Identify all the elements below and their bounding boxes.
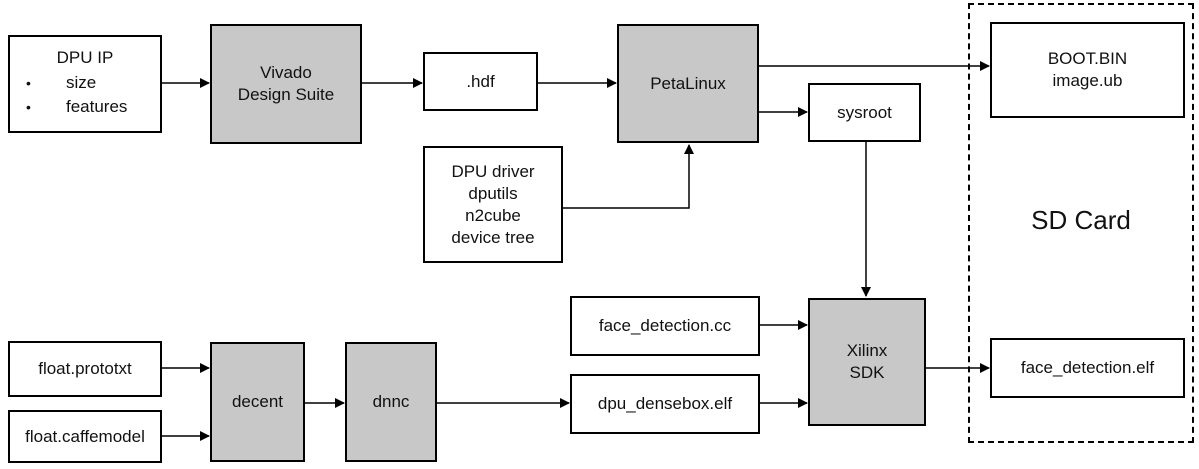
sysroot-node: sysroot bbox=[808, 83, 921, 142]
densebox-label: dpu_densebox.elf bbox=[597, 394, 733, 413]
xilinx-sdk-node: Xilinx SDK bbox=[808, 298, 926, 426]
vivado-line-2: Design Suite bbox=[237, 85, 335, 104]
dnnc-label: dnnc bbox=[372, 392, 410, 411]
decent-node: decent bbox=[210, 342, 305, 462]
sd-card-region bbox=[968, 3, 1194, 443]
decent-label: decent bbox=[231, 392, 284, 411]
vivado-line-1: Vivado bbox=[260, 63, 312, 82]
boot-line-2: image.ub bbox=[1052, 71, 1123, 90]
petalinux-node: PetaLinux bbox=[617, 24, 759, 143]
dnnc-node: dnnc bbox=[345, 342, 437, 462]
prototxt-label: float.prototxt bbox=[38, 359, 132, 378]
bullet-icon: • bbox=[26, 75, 31, 91]
dpu-ip-node: DPU IP • size • features bbox=[8, 35, 162, 133]
driver-line-2: dputils bbox=[468, 183, 518, 203]
prototxt-node: float.prototxt bbox=[8, 341, 162, 397]
driver-line-1: DPU driver bbox=[451, 161, 535, 181]
sd-card-label: SD Card bbox=[1031, 205, 1131, 235]
caffemodel-label: float.caffemodel bbox=[25, 426, 145, 446]
dpu-ip-bullet-size: size bbox=[66, 73, 97, 92]
face-cc-node: face_detection.cc bbox=[570, 296, 760, 356]
vivado-node: Vivado Design Suite bbox=[210, 24, 362, 144]
sdk-line-2: SDK bbox=[849, 363, 885, 382]
face-elf-label: face_detection.elf bbox=[1020, 358, 1155, 377]
boot-line-1: BOOT.BIN bbox=[1047, 49, 1128, 68]
densebox-node: dpu_densebox.elf bbox=[570, 374, 760, 434]
petalinux-label: PetaLinux bbox=[650, 73, 726, 93]
caffemodel-node: float.caffemodel bbox=[8, 410, 162, 463]
driver-node: DPU driver dputils n2cube device tree bbox=[423, 146, 563, 263]
dpu-ip-title: DPU IP bbox=[56, 48, 114, 67]
hdf-node: .hdf bbox=[423, 52, 538, 111]
sdk-line-1: Xilinx bbox=[846, 341, 888, 360]
hdf-label: .hdf bbox=[466, 71, 495, 91]
arrow-driver-to-petalinux bbox=[563, 144, 694, 209]
driver-line-3: n2cube bbox=[465, 205, 521, 225]
bullet-icon: • bbox=[26, 99, 31, 115]
dpu-ip-bullet-features: features bbox=[66, 97, 128, 116]
face-elf-node: face_detection.elf bbox=[990, 338, 1185, 398]
face-cc-label: face_detection.cc bbox=[598, 316, 732, 335]
sysroot-label: sysroot bbox=[837, 102, 892, 122]
boot-image-node: BOOT.BIN image.ub bbox=[990, 22, 1185, 118]
driver-line-4: device tree bbox=[451, 227, 535, 247]
